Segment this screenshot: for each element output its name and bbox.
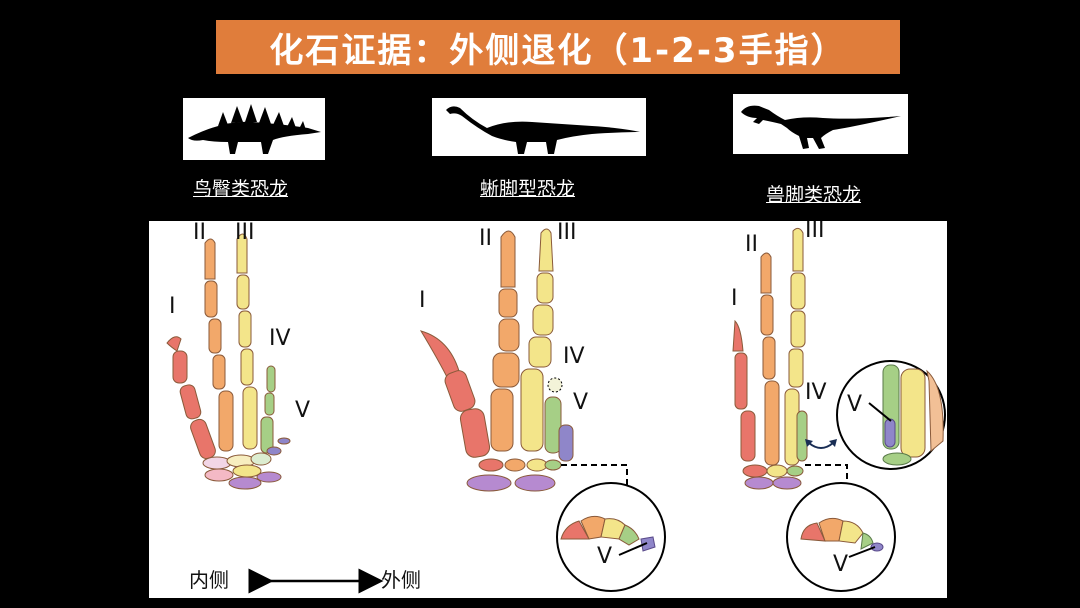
digit-4-bones bbox=[260, 365, 276, 454]
inset-connector bbox=[805, 464, 848, 489]
hand-comparison-panel: I II III IV V bbox=[149, 221, 947, 598]
digit-4-bones bbox=[544, 377, 563, 454]
double-arrow-icon bbox=[808, 442, 834, 449]
ornithischian-hand bbox=[166, 233, 291, 490]
digit-3-bones bbox=[520, 228, 554, 452]
digit-2-bones bbox=[760, 252, 780, 466]
carpal-bones bbox=[202, 452, 282, 490]
sauropod-silhouette bbox=[432, 98, 646, 156]
digit-1-bones bbox=[419, 330, 491, 458]
inset-label: V bbox=[597, 544, 612, 569]
digit-1-bones bbox=[732, 319, 756, 462]
label-digit-4: IV bbox=[269, 326, 291, 351]
label-digit-3: III bbox=[235, 221, 254, 245]
label-digit-1: I bbox=[169, 294, 176, 319]
label-digit-5: V bbox=[573, 390, 588, 415]
label-digit-4: IV bbox=[805, 380, 827, 405]
group-label-sauropodomorpha: 蜥脚型恐龙 bbox=[480, 178, 576, 200]
label-digit-5: V bbox=[295, 398, 310, 423]
page-title: 化石证据：外侧退化（1-2-3手指） bbox=[269, 30, 847, 71]
label-digit-2: II bbox=[193, 221, 206, 245]
digit-1-bones bbox=[166, 336, 216, 460]
label-digit-2: II bbox=[745, 232, 758, 257]
inset-connector bbox=[561, 464, 628, 489]
digit-5-bones bbox=[266, 437, 291, 456]
digit-2-bones bbox=[204, 238, 234, 452]
carpal-bones bbox=[466, 458, 562, 492]
title-banner: 化石证据：外侧退化（1-2-3手指） bbox=[216, 20, 900, 74]
label-digit-1: I bbox=[419, 288, 426, 313]
label-digit-2: II bbox=[479, 226, 492, 251]
digit-5-bones bbox=[558, 424, 574, 462]
digit-3-bones bbox=[236, 233, 258, 450]
theropod-hand bbox=[732, 227, 808, 490]
label-digit-1: I bbox=[731, 286, 738, 311]
inset-circle-theropod-upper: V bbox=[836, 360, 946, 470]
label-digit-3: III bbox=[557, 221, 576, 245]
digit-2-bones bbox=[490, 230, 520, 452]
carpal-bones bbox=[742, 464, 804, 490]
label-digit-4: IV bbox=[563, 344, 585, 369]
group-label-theropoda: 兽脚类恐龙 bbox=[766, 184, 862, 206]
inset-circle-sauropodomorph: V bbox=[556, 482, 666, 592]
theropod-silhouette bbox=[733, 94, 908, 154]
stegosaurus-silhouette bbox=[183, 98, 325, 160]
group-label-ornithischia: 鸟臀类恐龙 bbox=[193, 178, 289, 200]
digit-3-bones bbox=[784, 227, 806, 466]
direction-medial: 内侧 bbox=[189, 568, 229, 592]
label-digit-3: III bbox=[805, 221, 824, 243]
digit-4-bones bbox=[796, 410, 808, 462]
direction-lateral: 外侧 bbox=[381, 568, 421, 592]
inset-label: V bbox=[847, 392, 862, 417]
inset-label: V bbox=[833, 552, 848, 577]
sauropodomorph-hand bbox=[419, 228, 574, 492]
inset-circle-theropod-lower: V bbox=[786, 482, 896, 592]
